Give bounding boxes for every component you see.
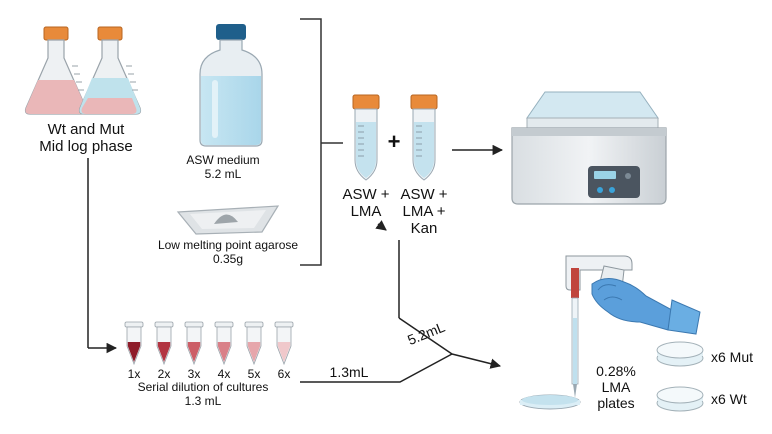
dilution-label: 2x [158,367,171,381]
dilution-tube-5x: 5x [244,321,264,381]
line-dilution-to-junction [300,353,453,383]
dilution-label: 1x [128,367,141,381]
flask-mut-icon [78,26,142,115]
flasks-label-line2: Mid log phase [39,138,132,155]
plates-label-line3: plates [597,395,634,411]
tube2-label-line2: LMA + [403,203,446,220]
dilution-tube-1x: 1x [124,321,144,381]
volume-tubes-label: 5.2mL [405,319,447,348]
plus-sign: + [388,129,401,154]
agarose-label-line2: 0.35g [213,252,243,266]
asw-bottle-icon [199,24,263,147]
petri-plate-filling-icon [519,394,581,410]
asw-label-line2: 5.2 mL [205,167,242,181]
dilution-tube-4x: 4x [214,321,234,381]
tube2-label-line1: ASW + [400,186,447,203]
flasks-label-line1: Wt and Mut [48,121,126,138]
weigh-boat-icon [176,205,280,235]
dilution-tube-cap [124,321,144,328]
tube1-label-line1: ASW + [342,186,389,203]
dilution-tube-row: 1x 2x 3x 4x 5x 6x [124,321,294,381]
dilution-tube-liquid [187,342,201,362]
dilution-tube-liquid [157,342,171,362]
plates-label-line1: 0.28% [596,363,636,379]
dilution-tube-cap [214,321,234,328]
tube1-label-line2: LMA [351,203,382,220]
petri-dish-wt-icon [656,386,704,412]
dilution-tube-3x: 3x [184,321,204,381]
tube-asw-lma-kan-icon [410,94,438,181]
dilution-label: 6x [278,367,291,381]
tube1-small-arrow [375,220,387,231]
line-tubes-to-junction [398,317,453,355]
volume-dilution-label: 1.3mL [330,364,369,380]
water-bath-icon [511,91,667,205]
flask-wt-icon [24,26,88,115]
dilution-label: 5x [248,367,261,381]
gloved-hand-icon [591,278,701,335]
dilution-tube-cap [274,321,294,328]
dilution-tube-2x: 2x [154,321,174,381]
dilution-label-line2: 1.3 mL [185,394,222,408]
asw-label-line1: ASW medium [186,153,259,167]
combine-bracket [300,18,343,266]
tube2-label-line3: Kan [411,220,438,237]
dilution-tube-liquid [127,342,141,362]
dilution-tube-liquid [217,342,231,362]
dilution-tube-cap [184,321,204,328]
dilution-tube-cap [244,321,264,328]
plates-wt-count: x6 Wt [711,391,747,407]
plates-mut-count: x6 Mut [711,349,753,365]
dilution-tube-cap [154,321,174,328]
dilution-tube-liquid [247,342,261,362]
dilution-tube-6x: 6x [274,321,294,381]
dilution-tube-liquid [277,342,291,362]
tube-asw-lma-icon [352,94,380,181]
dilution-label: 4x [218,367,231,381]
petri-dish-mut-icon [656,341,704,367]
plates-label-line2: LMA [602,379,631,395]
dilution-label-line1: Serial dilution of cultures [138,380,269,394]
arrow-junction-to-plates [451,353,502,369]
dilution-label: 3x [188,367,201,381]
agarose-label-line1: Low melting point agarose [158,238,298,252]
